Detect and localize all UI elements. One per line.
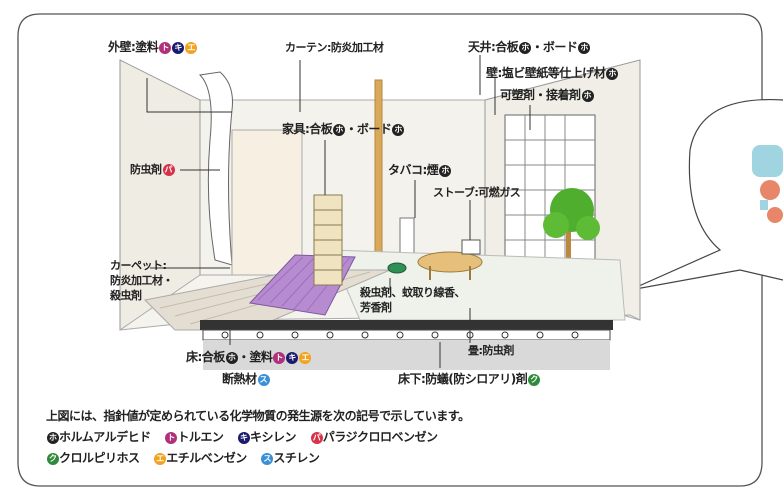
doorway (231, 129, 303, 276)
legend-intro: 上図には、指針値が定められている化学物質の発生源を次の記号で示しています。 (46, 409, 470, 423)
floor-section (200, 320, 613, 330)
legend-item-formaldehyde: ホホルムアルデヒド (47, 430, 151, 444)
legend-row-2: ククロルピリホス エエチルベンゼン ススチレン (46, 449, 329, 466)
legend-item-paradichlorobenzene: パパラジクロロベンゼン (310, 430, 438, 444)
label-tatami: 畳:防虫剤 (468, 344, 514, 357)
ethylbenzene-badge: エ (154, 452, 167, 465)
legend-item-ethylbenzene: エエチルベンゼン (154, 451, 247, 465)
formaldehyde-badge: ホ (225, 351, 238, 364)
label-ceiling: 天井:合板ホ・ボードホ (468, 40, 591, 54)
chlorpyrifos-badge: ク (528, 373, 541, 386)
wooden-dresser (313, 194, 343, 286)
formaldehyde-badge: ホ (519, 41, 532, 54)
toluene-badge: ト (159, 41, 172, 54)
ethylbenzene-badge: エ (299, 351, 312, 364)
label-exterior-wall: 外壁:塗料トキエ (108, 40, 198, 54)
xylene-badge: キ (172, 41, 185, 54)
leader-lines (146, 55, 531, 368)
label-wall: 壁:塩ビ壁紙等仕上げ材ホ (486, 66, 619, 80)
label-insulation: 断熱材ス (222, 372, 270, 386)
label-stove: ストーブ:可燃ガス (433, 186, 521, 199)
chlorpyrifos-badge: ク (47, 452, 59, 465)
label-furniture: 家具:合板ホ・ボードホ (282, 122, 405, 136)
legend-item-toluene: トトルエン (165, 430, 224, 444)
formaldehyde-badge: ホ (606, 67, 619, 80)
stove (461, 239, 481, 255)
styrene-badge: ス (257, 373, 270, 386)
paradichlorobenzene-badge: パ (310, 431, 323, 444)
paradichlorobenzene-badge: パ (162, 164, 175, 176)
ethylbenzene-badge: エ (185, 41, 198, 54)
underfloor-space (203, 340, 610, 370)
label-underfloor: 床下:防蟻(防シロアリ)剤ク (398, 372, 541, 386)
label-plasticizer: 可塑剤・接着剤ホ (500, 88, 594, 102)
character-peek (752, 145, 783, 223)
label-carpet: カーペット: 防炎加工材・ 殺虫剤 (110, 259, 174, 302)
xylene-badge: キ (238, 431, 251, 444)
label-tobacco: タバコ:煙ホ (388, 163, 452, 177)
label-floor: 床:合板ホ・塗料トキエ (186, 350, 312, 364)
legend-item-chlorpyrifos: ククロルピリホス (47, 451, 140, 465)
legend-row-1: ホホルムアルデヒド トトルエン キキシレン パパラジクロロベンゼン (46, 428, 448, 445)
label-curtain: カーテン:防炎加工材 (285, 41, 384, 54)
floor-joists (202, 329, 611, 341)
legend-item-styrene: ススチレン (261, 451, 320, 465)
formaldehyde-badge: ホ (581, 89, 594, 102)
formaldehyde-badge: ホ (47, 431, 59, 444)
character-bubble (629, 98, 783, 291)
legend-item-xylene: キキシレン (238, 430, 297, 444)
toluene-badge: ト (273, 351, 286, 364)
formaldehyde-badge: ホ (439, 164, 452, 177)
formaldehyde-badge: ホ (392, 123, 405, 136)
low-table (417, 251, 483, 280)
shoji-window (504, 114, 596, 266)
mosquito-coil (387, 262, 407, 274)
label-insecticide-center: 殺虫剤、蚊取り線香、 芳香剤 (360, 286, 466, 314)
toluene-badge: ト (165, 431, 178, 444)
xylene-badge: キ (286, 351, 299, 364)
label-insecticide-left: 防虫剤パ (130, 163, 175, 176)
styrene-badge: ス (261, 452, 274, 465)
formaldehyde-badge: ホ (578, 41, 591, 54)
formaldehyde-badge: ホ (333, 123, 346, 136)
